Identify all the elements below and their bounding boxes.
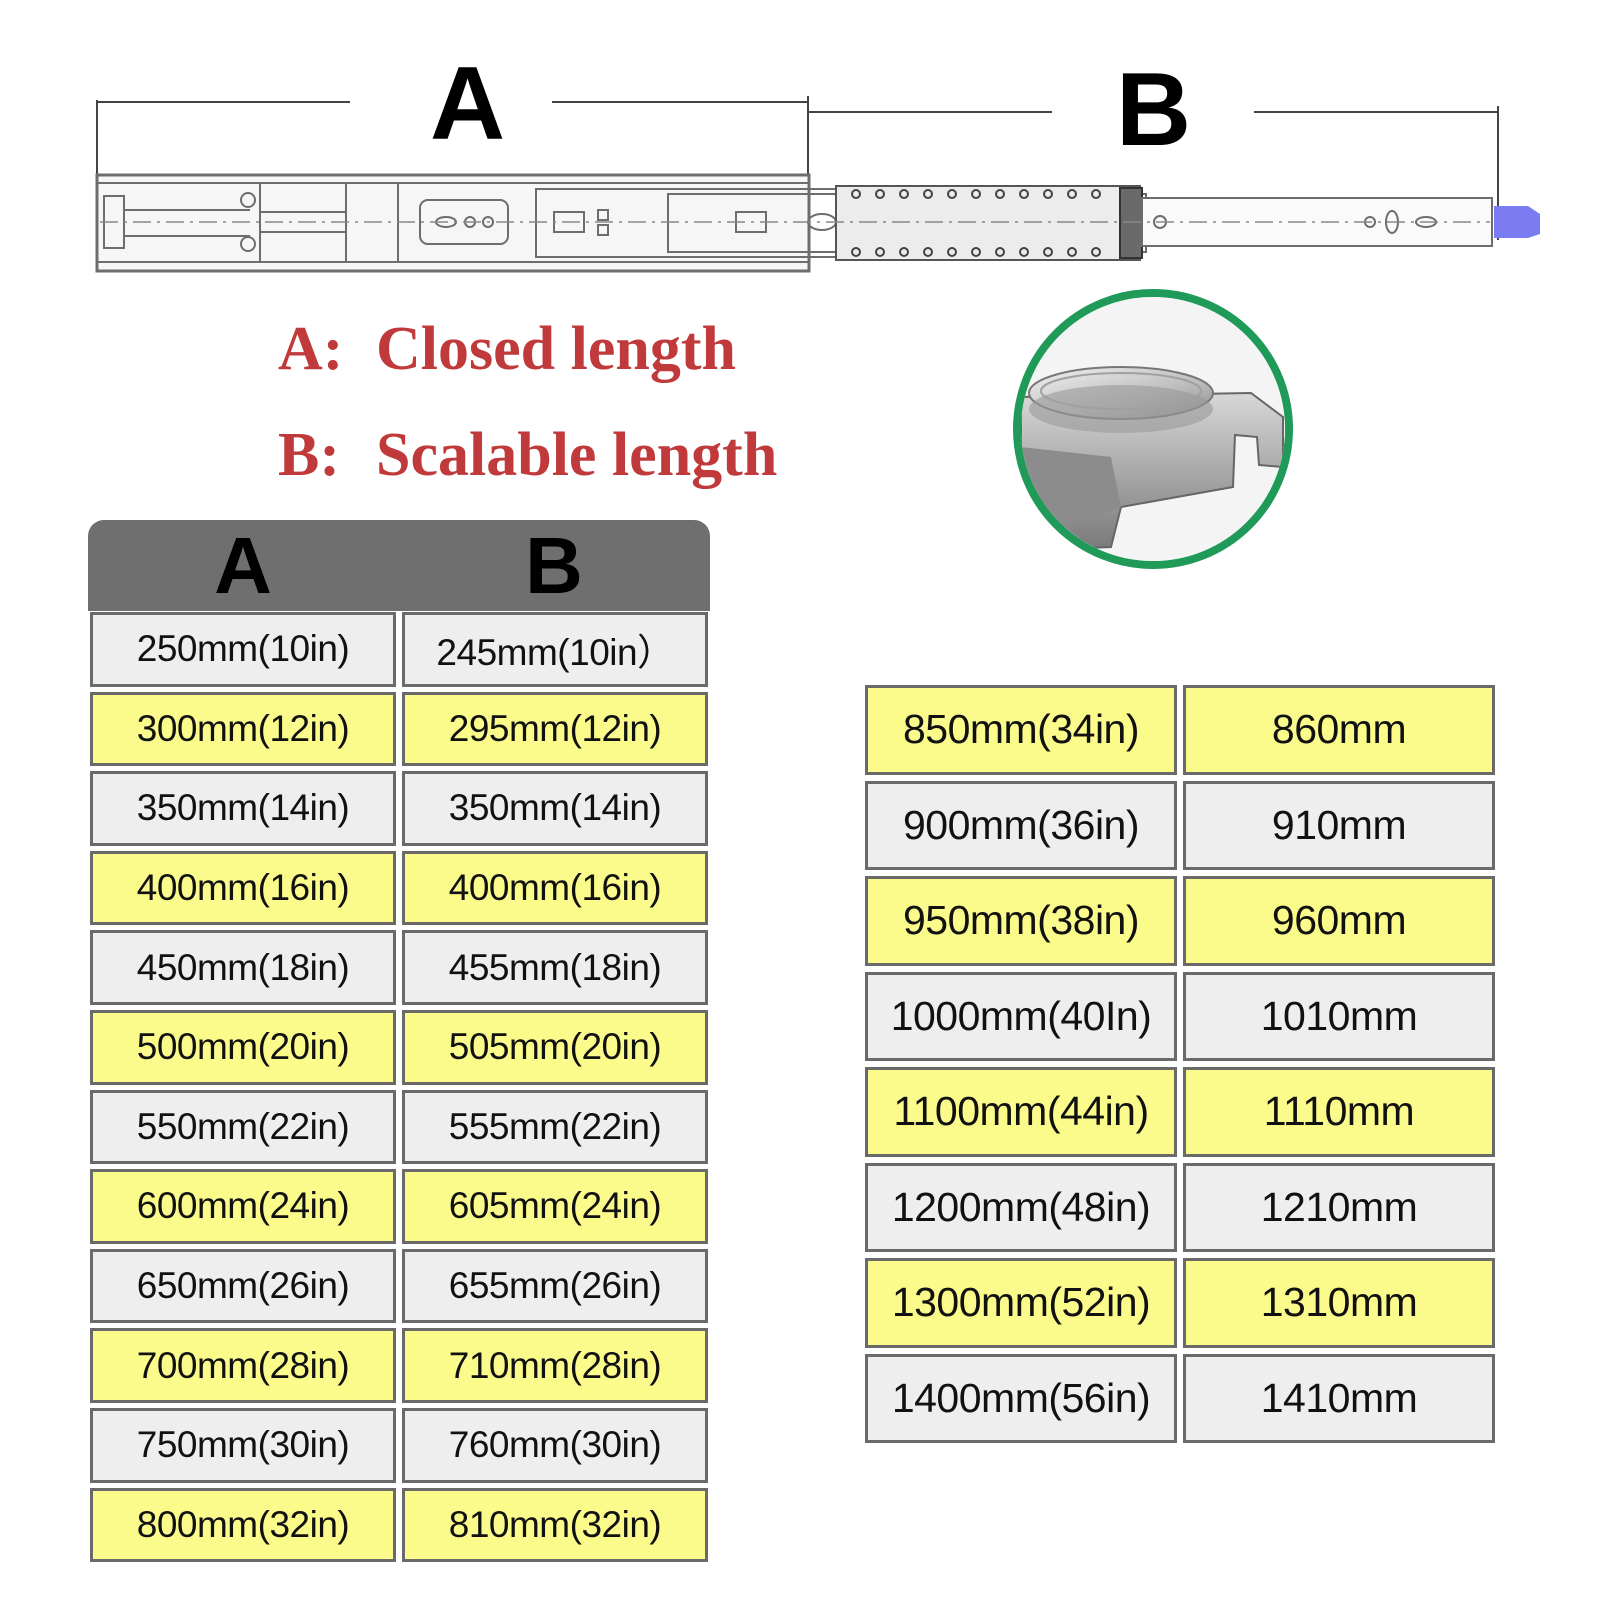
cell-scalable-length: 350mm(14in) (402, 771, 708, 846)
cell-scalable-length: 455mm(18in) (402, 930, 708, 1005)
cell-scalable-length: 960mm (1183, 876, 1495, 966)
cell-scalable-length: 860mm (1183, 685, 1495, 775)
cell-scalable-length: 245mm(10in） (402, 612, 708, 687)
cell-closed-length: 500mm(20in) (90, 1010, 396, 1085)
legend-key-b: B: (278, 421, 340, 489)
cell-scalable-length: 505mm(20in) (402, 1010, 708, 1085)
cell-closed-length: 1000mm(40In) (865, 971, 1177, 1061)
cell-closed-length: 1400mm(56in) (865, 1353, 1177, 1443)
table-header: A B (88, 520, 710, 611)
cell-closed-length: 1100mm(44in) (865, 1067, 1177, 1157)
cell-scalable-length: 295mm(12in) (402, 691, 708, 767)
cell-closed-length: 1200mm(48in) (865, 1162, 1177, 1252)
cell-closed-length: 650mm(26in) (90, 1248, 396, 1324)
cell-closed-length: 250mm(10in) (90, 612, 396, 687)
cell-closed-length: 400mm(16in) (90, 850, 396, 926)
cell-closed-length: 300mm(12in) (90, 691, 396, 767)
end-cap (1494, 206, 1540, 238)
cell-scalable-length: 810mm(32in) (402, 1487, 708, 1563)
ball-bearing-cage (835, 185, 1143, 261)
cell-closed-length: 1300mm(52in) (865, 1258, 1177, 1348)
cell-closed-length: 850mm(34in) (865, 685, 1177, 775)
cell-scalable-length: 710mm(28in) (402, 1328, 708, 1403)
legend-scalable-length: B: Scalable length (278, 424, 777, 486)
cell-scalable-length: 1310mm (1183, 1258, 1495, 1348)
cell-closed-length: 550mm(22in) (90, 1089, 396, 1165)
legend-key-a: A: (278, 315, 344, 383)
rail-diagram: A B (0, 0, 1600, 290)
cell-scalable-length: 1210mm (1183, 1162, 1495, 1252)
drawer-slide-drawing (95, 96, 1540, 273)
legend-closed-length: A: Closed length (278, 318, 736, 380)
cell-closed-length: 900mm(36in) (865, 780, 1177, 870)
cell-scalable-length: 760mm(30in) (402, 1408, 708, 1483)
cell-closed-length: 350mm(14in) (90, 771, 396, 846)
cell-scalable-length: 1010mm (1183, 971, 1495, 1061)
cell-closed-length: 700mm(28in) (90, 1328, 396, 1403)
legend-text-b: Scalable length (376, 421, 778, 489)
cell-scalable-length: 400mm(16in) (402, 850, 708, 926)
load-test-closeup (1013, 289, 1293, 569)
cell-closed-length: 450mm(18in) (90, 930, 396, 1005)
cell-scalable-length: 1110mm (1183, 1067, 1495, 1157)
size-table-left: A B 250mm(10in)245mm(10in）300mm(12in)295… (88, 520, 710, 1565)
legend-text-a: Closed length (376, 315, 736, 383)
header-cell-a: A (214, 520, 272, 610)
dimension-label-b: B (1116, 52, 1192, 168)
cell-scalable-length: 605mm(24in) (402, 1169, 708, 1244)
cell-scalable-length: 555mm(22in) (402, 1089, 708, 1165)
cell-scalable-length: 655mm(26in) (402, 1248, 708, 1324)
header-cell-b: B (525, 520, 583, 610)
cell-closed-length: 600mm(24in) (90, 1169, 396, 1244)
cell-scalable-length: 910mm (1183, 780, 1495, 870)
cell-scalable-length: 1410mm (1183, 1353, 1495, 1443)
dimension-lines (96, 96, 1499, 240)
cell-closed-length: 950mm(38in) (865, 876, 1177, 966)
dimension-label-a: A (430, 46, 506, 162)
cell-closed-length: 750mm(30in) (90, 1408, 396, 1483)
coin-on-rail-photo (1021, 297, 1285, 561)
cell-closed-length: 800mm(32in) (90, 1487, 396, 1563)
